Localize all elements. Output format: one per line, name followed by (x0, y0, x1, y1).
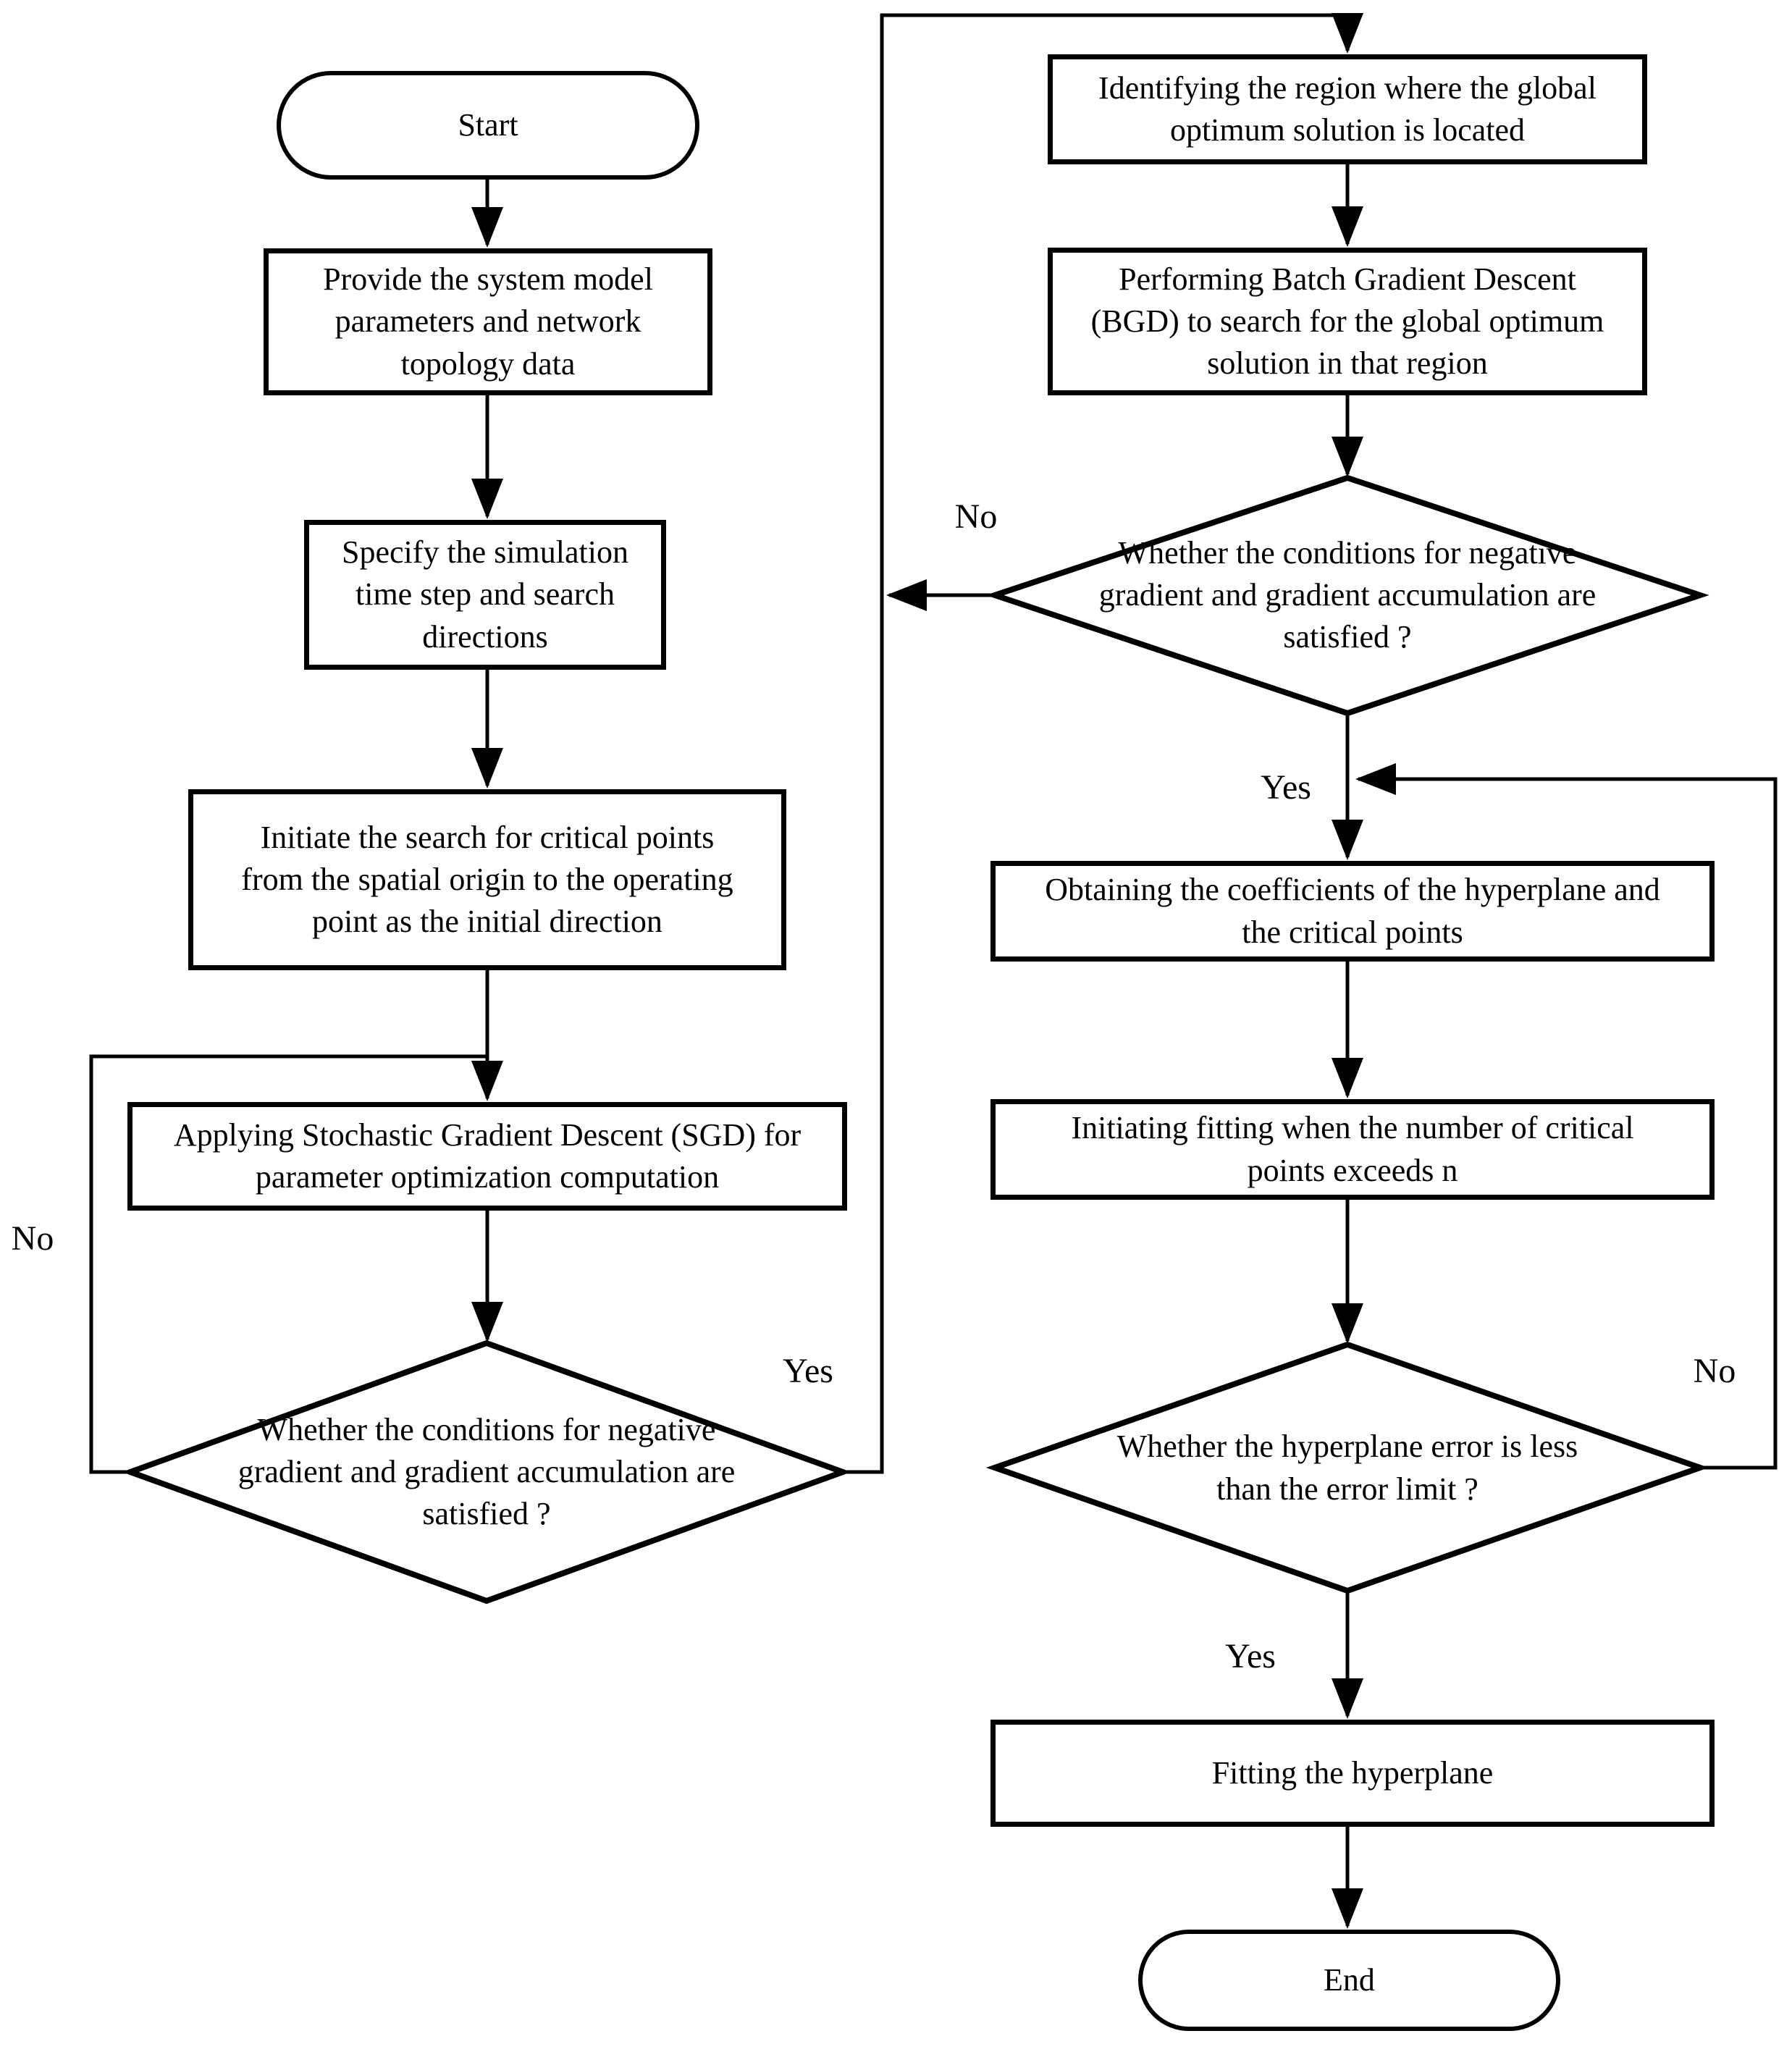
perform-bgd-label: Performing Batch Gradient Descent (BGD) … (1090, 261, 1604, 382)
specify-step-label: Specify the simulation time step and sea… (342, 534, 628, 655)
bgd-yes-label: Yes (1261, 768, 1311, 807)
start-terminator: Start (277, 71, 699, 180)
end-label: End (1324, 1961, 1375, 1998)
sgd-no-label: No (11, 1219, 54, 1258)
provide-data-label: Provide the system model parameters and … (323, 261, 653, 382)
error-decision-text: Whether the hyperplane error is less tha… (1116, 1429, 1578, 1507)
sgd-yes-label: Yes (783, 1352, 833, 1390)
initiate-fitting-process: Initiating fitting when the number of cr… (990, 1099, 1715, 1200)
edge-sgd-yes-to-identify (843, 13, 1363, 1474)
error-decision-diamond (985, 1341, 1709, 1594)
error-no-label: No (1693, 1352, 1736, 1390)
obtain-coefficients-label: Obtaining the coefficients of the hyperp… (1045, 872, 1660, 950)
bgd-decision-diamond (985, 474, 1709, 717)
bgd-decision-label: Whether the conditions for negative grad… (1043, 516, 1652, 675)
initiate-fitting-label: Initiating fitting when the number of cr… (1071, 1110, 1634, 1188)
error-yes-label: Yes (1225, 1637, 1276, 1675)
end-terminator: End (1138, 1930, 1560, 2031)
identify-region-process: Identifying the region where the global … (1048, 54, 1647, 164)
initiate-search-process: Initiate the search for critical points … (188, 789, 786, 970)
obtain-coefficients-process: Obtaining the coefficients of the hyperp… (990, 861, 1715, 962)
identify-region-label: Identifying the region where the global … (1098, 70, 1597, 148)
sgd-decision-label: Whether the conditions for negative grad… (182, 1394, 791, 1550)
apply-sgd-process: Applying Stochastic Gradient Descent (SG… (127, 1102, 847, 1211)
apply-sgd-label: Applying Stochastic Gradient Descent (SG… (173, 1116, 802, 1195)
edge-sgd-no-loop (89, 1054, 486, 1474)
specify-step-process: Specify the simulation time step and sea… (304, 520, 666, 670)
fit-hyperplane-label: Fitting the hyperplane (1211, 1754, 1494, 1791)
provide-data-process: Provide the system model parameters and … (264, 248, 712, 395)
fit-hyperplane-process: Fitting the hyperplane (990, 1720, 1715, 1827)
start-label: Start (458, 106, 518, 143)
bgd-no-label: No (954, 497, 998, 536)
sgd-decision-diamond (122, 1339, 851, 1605)
sgd-decision-text: Whether the conditions for negative grad… (237, 1411, 736, 1532)
bgd-decision-text: Whether the conditions for negative grad… (1098, 534, 1597, 655)
initiate-search-label: Initiate the search for critical points … (241, 819, 733, 940)
perform-bgd-process: Performing Batch Gradient Descent (BGD) … (1048, 248, 1647, 395)
error-decision-label: Whether the hyperplane error is less tha… (1043, 1405, 1652, 1531)
edge-error-no-return (1355, 763, 1778, 1470)
